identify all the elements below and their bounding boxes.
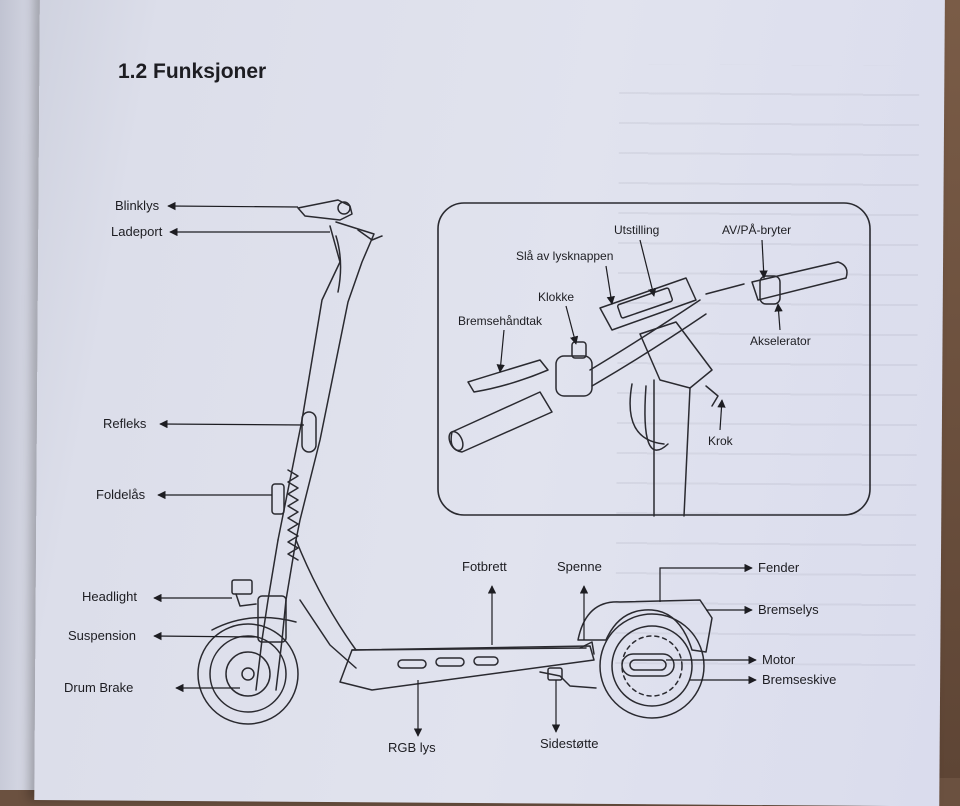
label-sla-av-lysknappen: Slå av lysknappen <box>516 249 614 263</box>
label-blinklys: Blinklys <box>115 198 160 213</box>
label-fender: Fender <box>758 560 800 575</box>
label-utstilling: Utstilling <box>614 223 660 237</box>
label-foldelas: Foldelås <box>96 487 146 502</box>
label-bremseskive: Bremseskive <box>762 672 837 687</box>
label-bremsehandtak: Bremsehåndtak <box>458 314 543 328</box>
label-klokke: Klokke <box>538 290 575 304</box>
label-drum-brake: Drum Brake <box>64 680 134 695</box>
label-suspension: Suspension <box>68 628 136 643</box>
label-motor: Motor <box>762 652 796 667</box>
label-akselerator: Akselerator <box>750 334 811 348</box>
label-fotbrett: Fotbrett <box>462 559 507 574</box>
label-sidestotte: Sidestøtte <box>540 736 599 751</box>
label-krok: Krok <box>708 434 733 448</box>
label-headlight: Headlight <box>82 589 137 604</box>
label-bremselys: Bremselys <box>758 602 819 617</box>
label-refleks: Refleks <box>103 416 147 431</box>
label-spenne: Spenne <box>557 559 602 574</box>
scooter-illustration <box>197 199 713 725</box>
page-title: 1.2 Funksjoner <box>118 60 267 83</box>
callout-leaders <box>153 201 783 737</box>
label-ladeport: Ladeport <box>111 224 163 239</box>
label-rgb-lys: RGB lys <box>388 740 436 755</box>
label-av-pa-bryter: AV/PÅ-bryter <box>722 223 792 237</box>
handlebar-illustration <box>448 261 848 517</box>
scooter-diagram <box>153 199 871 737</box>
